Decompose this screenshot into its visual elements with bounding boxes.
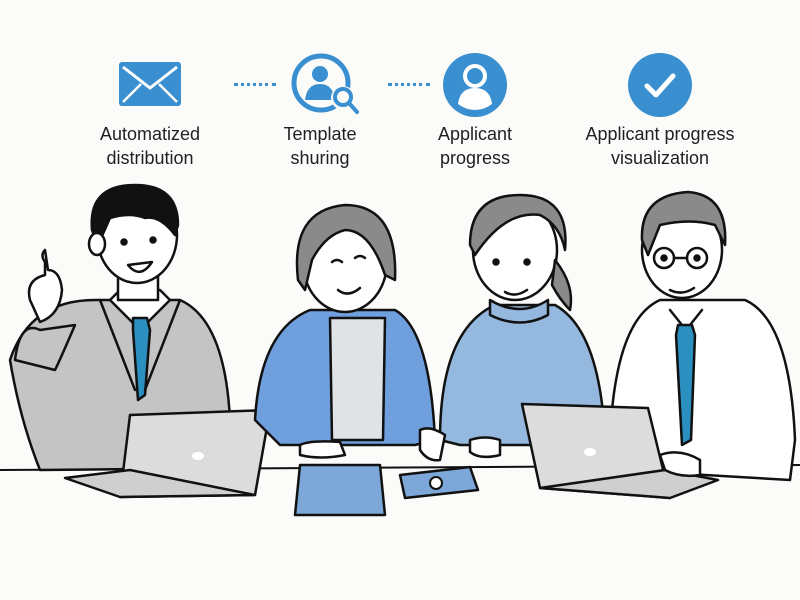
feature-label-line2: distribution (106, 148, 194, 168)
tablet-left (293, 463, 387, 517)
user-circle-icon (442, 52, 508, 118)
envelope-icon (119, 62, 181, 106)
laptop-left (63, 408, 272, 499)
feature-label-line1: Template (283, 124, 357, 144)
feature-label-line1: Applicant progress (585, 124, 735, 144)
feature-label-line1: Applicant (437, 124, 513, 144)
connector-dots (234, 83, 276, 89)
person-woman-blue-jacket (253, 203, 437, 459)
feature-template-sharing: Template shuring (255, 52, 385, 170)
user-search-icon (291, 52, 365, 118)
feature-label-line1: Automatized (99, 124, 201, 144)
check-circle-icon (627, 52, 693, 118)
laptop-right (520, 402, 720, 500)
feature-label-line2: progress (439, 148, 511, 168)
feature-applicant-progress-visualization: Applicant progress visualization (570, 52, 750, 170)
feature-label-line2: shuring (290, 148, 350, 168)
feature-applicant-progress: Applicant progress (410, 52, 540, 170)
person-man-glasses (608, 190, 797, 482)
connector-dots (388, 83, 430, 89)
feature-automated-distribution: Automatized distribution (80, 60, 220, 170)
feature-label-line2: visualization (610, 148, 710, 168)
